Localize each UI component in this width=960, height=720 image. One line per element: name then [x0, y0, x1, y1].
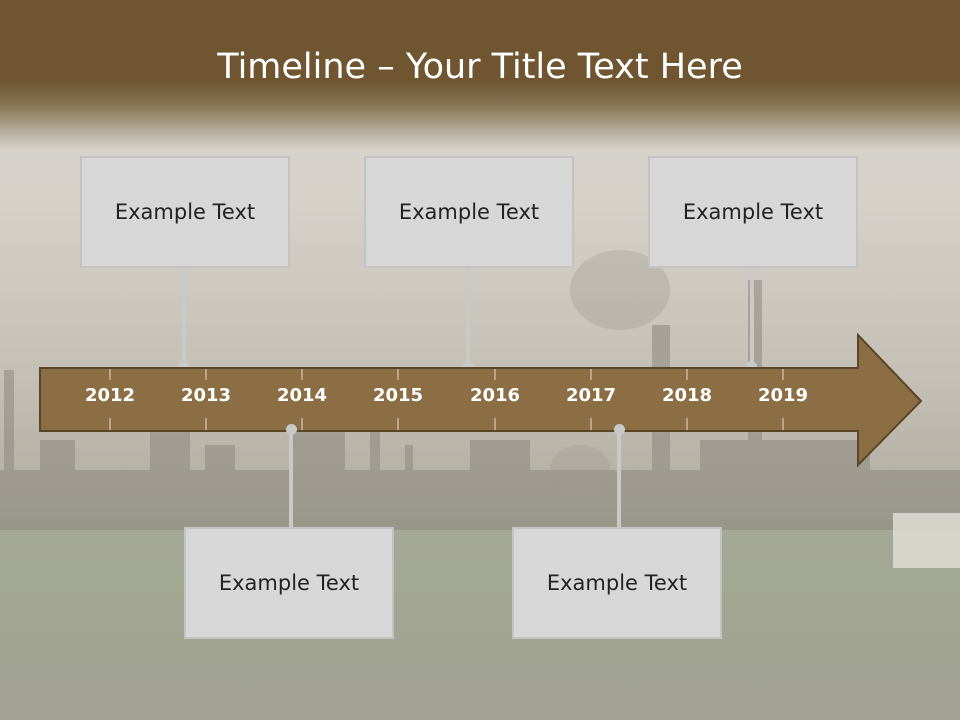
bottom-connector-dot-2 — [614, 424, 625, 435]
year-label-2012: 2012 — [84, 385, 136, 406]
event-box-top-2[interactable]: Example Text — [364, 156, 574, 268]
slide-title: Timeline – Your Title Text Here — [217, 47, 743, 87]
top-connector-dot-1 — [178, 361, 189, 372]
top-connector-dot-3 — [746, 361, 757, 372]
header-band: Timeline – Your Title Text Here — [0, 0, 960, 150]
event-box-top-3[interactable]: Example Text — [648, 156, 858, 268]
top-connector-3 — [750, 268, 754, 366]
bottom-connector-1 — [289, 430, 293, 528]
year-label-2013: 2013 — [180, 385, 232, 406]
year-label-2015: 2015 — [372, 385, 424, 406]
event-box-bottom-1[interactable]: Example Text — [184, 527, 394, 639]
bottom-connector-dot-1 — [286, 424, 297, 435]
year-label-2014: 2014 — [276, 385, 328, 406]
year-label-2016: 2016 — [469, 385, 521, 406]
event-box-top-1[interactable]: Example Text — [80, 156, 290, 268]
bottom-connector-2 — [617, 430, 621, 528]
year-label-2018: 2018 — [661, 385, 713, 406]
top-connector-dot-2 — [463, 361, 474, 372]
background-field — [0, 520, 960, 720]
event-box-bottom-2[interactable]: Example Text — [512, 527, 722, 639]
top-connector-2 — [466, 268, 470, 366]
year-label-2019: 2019 — [757, 385, 809, 406]
year-label-2017: 2017 — [565, 385, 617, 406]
top-connector-1 — [182, 268, 186, 366]
